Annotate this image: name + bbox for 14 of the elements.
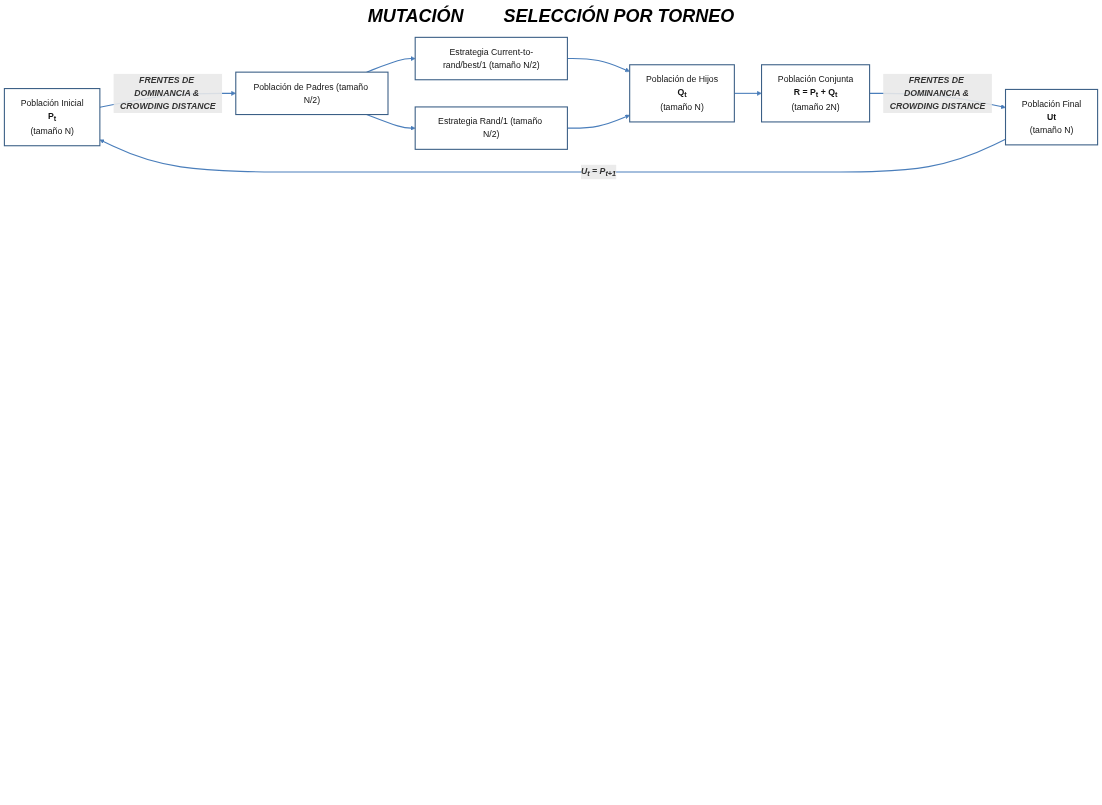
edge-label: FRENTES DE DOMINANCIA & CROWDING DISTANCE [120, 75, 216, 111]
edge-label: U$_{t}$ = P$_{t+1}$ [581, 166, 617, 178]
node-box: Estrategia Current-to-rand/best/1 (tamaño N/2) [414, 36, 568, 81]
annotation-text: SELECCIÓN POR TORNEO [503, 6, 735, 27]
arrow [366, 114, 416, 131]
node-box: Población de Hijos Q$_{t}$ (tamaño N) [629, 64, 735, 123]
edge-label: FRENTES DE DOMINANCIA & CROWDING DISTANCE [889, 75, 986, 111]
node-box: Población de Padres (tamaño N/2) [235, 71, 389, 116]
node-box: Población Conjunta R = P$_{t}$ + Q$_{t}$ (tamaño 2N) [761, 64, 871, 123]
node-box: Población Inicial P$_{t}$ (tamaño N) [3, 88, 101, 147]
arrow [366, 56, 416, 73]
node-box: Población Final Ut (tamaño N) [1004, 88, 1099, 146]
node-box: Estrategia Rand/1 (tamaño N/2) [414, 106, 568, 150]
annotation-text: MUTACIÓN [367, 6, 464, 27]
